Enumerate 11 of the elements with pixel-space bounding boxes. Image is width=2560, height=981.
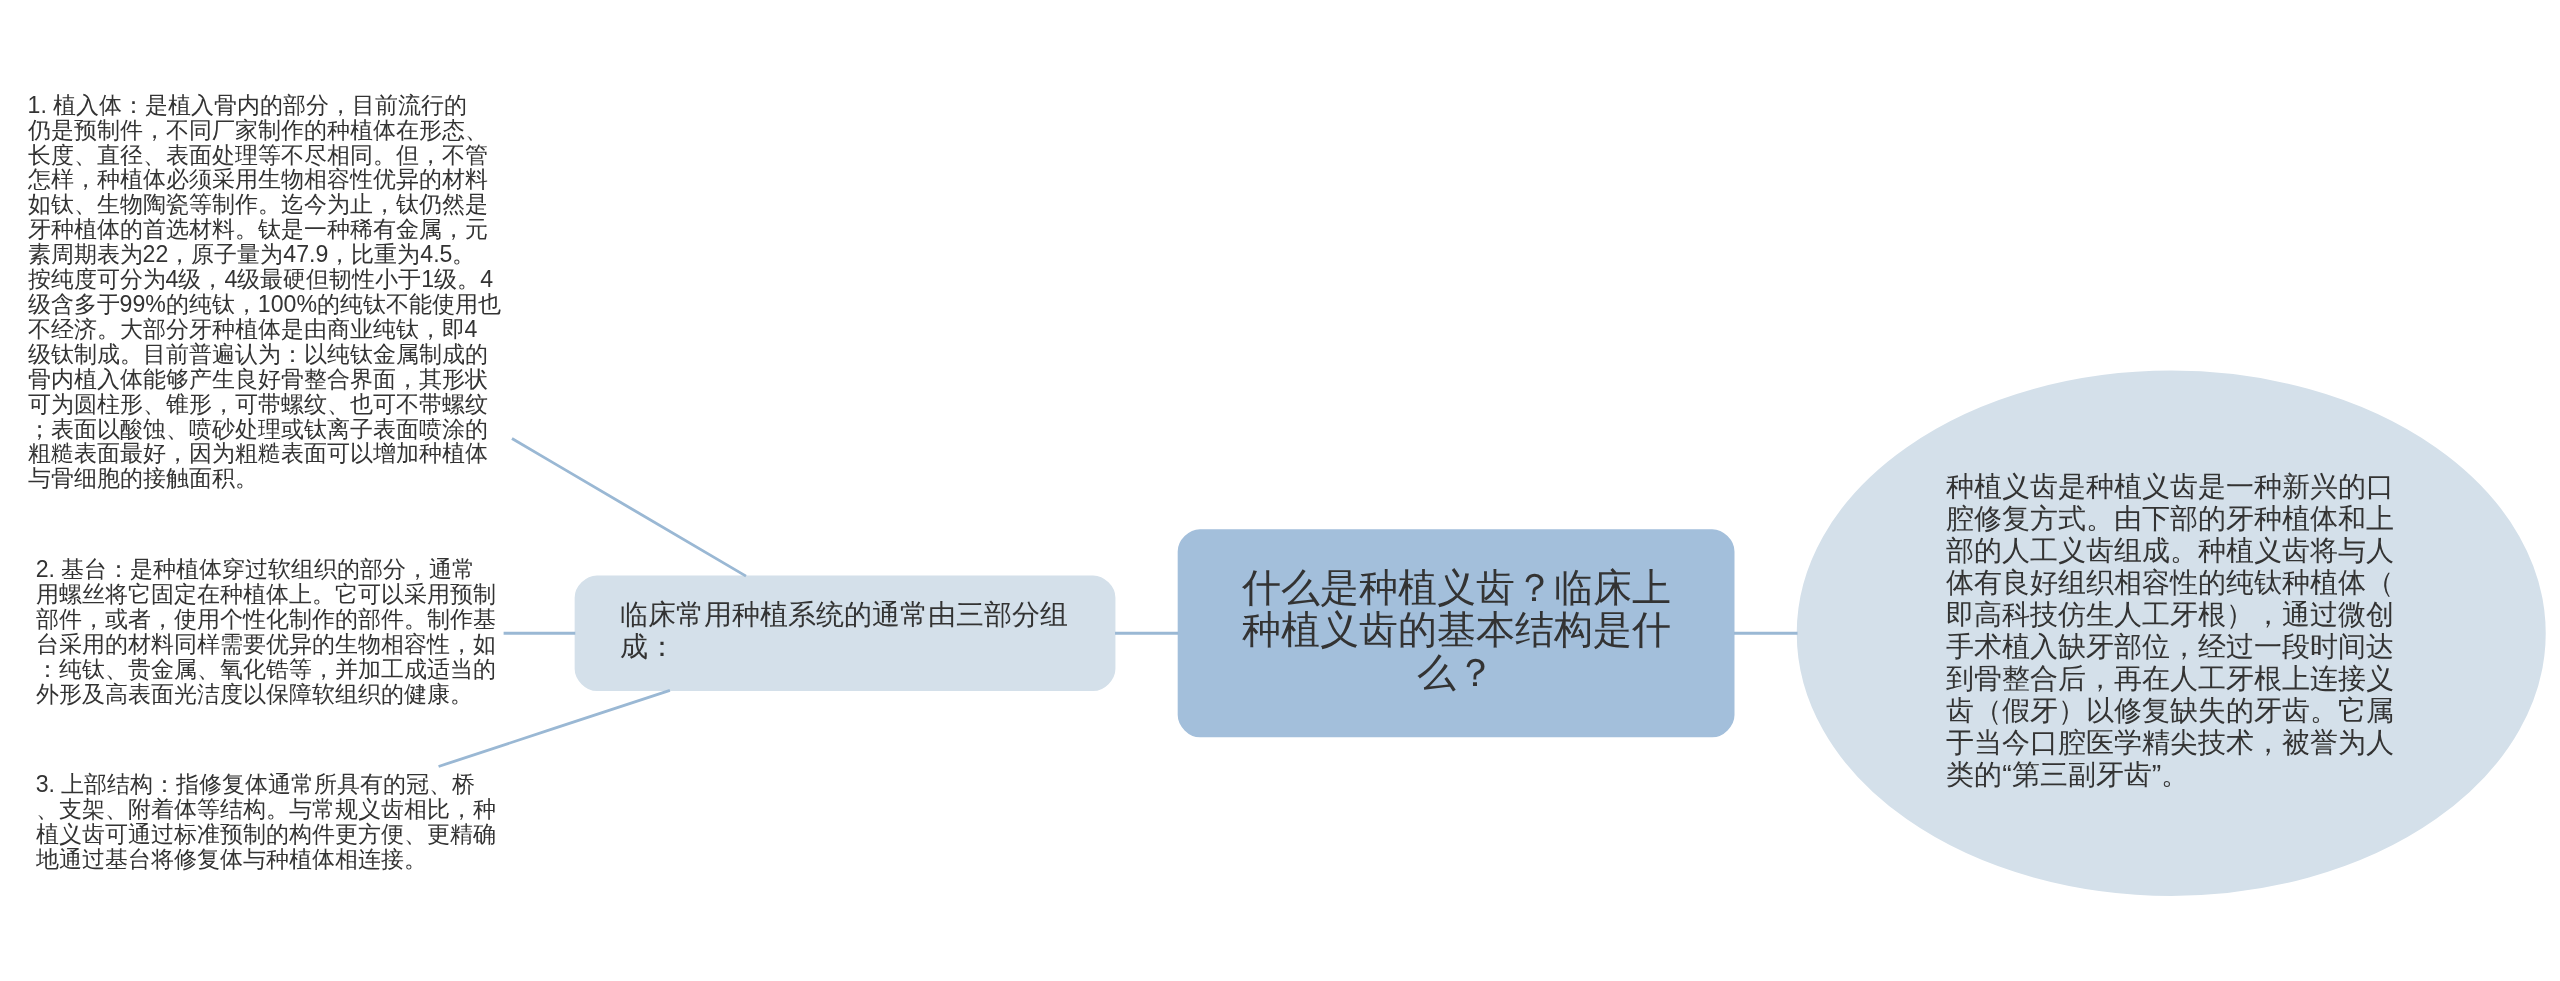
connector: [511, 436, 747, 577]
node-ellipse: 种植义齿是种植义齿是一种新兴的口腔修复方式。由下部的牙种植体和上部的人工义齿组成。种植义齿将与人体有良好组织相容性的纯钛种植体（即高科技仿生人工牙根），通过微创手术植入缺牙部位，经过一段时间达到骨整合后，再在人工牙根上连接义齿（假牙）以修复缺失的牙齿。它属于当今口腔医学精尖技术，被誉为人类的“第三副牙齿”。: [1796, 370, 2546, 896]
connector: [438, 688, 671, 768]
connector: [1734, 631, 1798, 635]
node-text: 1. 植入体：是植入骨内的部分，目前流行的仍是预制件，不同厂家制作的种植体在形态、长度、直径、表面处理等不尽相同。但，不管怎样，种植体必须采用生物相容性优异的材料如钛、生物陶瓷等制作。迄今为止，钛仍然是牙种植体的首选材料。钛是一种稀有金属，元素周期表为22，原子量为47.9，比重为4.5。按纯度可分为4级，4级最硬但韧性小于1级。4级含多于99%的纯钛，100%的纯钛不能使用也不经济。大部分牙种植体是由商业纯钛，即4级钛制成。目前普遍认为：以纯钛金属制成的骨内植入体能够产生良好骨整合界面，其形状可为圆柱形、锥形，可带螺纹、也可不带螺纹；表面以酸蚀、喷砂处理或钛离子表面喷涂的粗糙表面最好，因为粗糙表面可以增加种植体与骨细胞的接触面积。: [27, 91, 501, 491]
node-text: 3. 上部结构：指修复体通常所具有的冠、桥、支架、附着体等结构。与常规义齿相比，种植义齿可通过标准预制的构件更方便、更精确地通过基台将修复体与种植体相连接。: [35, 770, 496, 872]
node-box: 什么是种植义齿？临床上种植义齿的基本结构是什么？: [1177, 528, 1735, 737]
connector: [1115, 631, 1179, 635]
connector: [503, 631, 576, 635]
node-text: 2. 基台：是种植体穿过软组织的部分，通常用螺丝将它固定在种植体上。它可以采用预制部件，或者，使用个性化制作的部件。制作基台采用的材料同样需要优异的生物相容性，如：纯钛、贵金属、氧化锆等，并加工成适当的外形及高表面光洁度以保障软组织的健康。: [35, 555, 496, 707]
node-box: 临床常用种植系统的通常由三部分组成：: [574, 574, 1116, 691]
